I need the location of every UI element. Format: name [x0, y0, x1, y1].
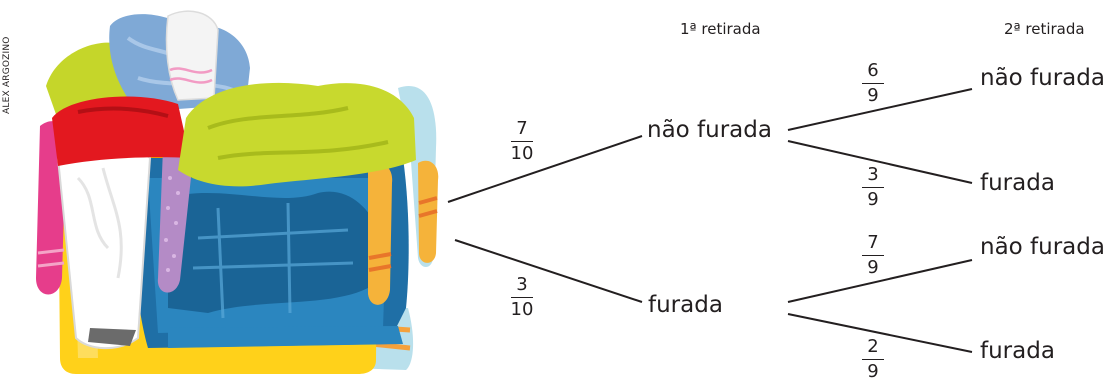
fraction-bar [511, 297, 533, 299]
fraction-denominator: 9 [867, 361, 879, 382]
fraction-numerator: 7 [516, 118, 528, 139]
node-second-nao-furada-2: não furada [980, 234, 1105, 260]
fraction-denominator: 9 [867, 85, 879, 107]
fraction-bar [862, 255, 884, 257]
branch-root-to-nao-furada [447, 135, 643, 203]
node-first-nao-furada: não furada [647, 117, 772, 143]
fraction-denominator: 9 [867, 189, 879, 211]
fraction-second-fn: 7 9 [853, 234, 893, 277]
fraction-second-nf: 3 9 [853, 166, 893, 209]
fraction-bar [862, 83, 884, 85]
header-second-draw: 2ª retirada [1004, 20, 1085, 38]
laundry-basket-illustration [36, 10, 439, 374]
fraction-numerator: 2 [867, 336, 879, 357]
fraction-denominator: 10 [510, 143, 534, 165]
fraction-bar [862, 359, 884, 361]
branch-root-to-furada [454, 239, 643, 303]
fraction-bar [862, 187, 884, 189]
fraction-first-nao-furada: 7 10 [502, 120, 542, 163]
fraction-second-ff: 2 9 [853, 338, 893, 381]
node-second-nao-furada-1: não furada [980, 65, 1105, 91]
fraction-numerator: 7 [867, 232, 879, 253]
fraction-numerator: 3 [867, 164, 879, 185]
illustration-credit: ALEX ARGOZINO [2, 36, 12, 114]
fraction-second-nn: 6 9 [853, 62, 893, 105]
fraction-numerator: 3 [516, 274, 528, 295]
fraction-first-furada: 3 10 [502, 276, 542, 319]
fraction-denominator: 9 [867, 257, 879, 279]
header-first-draw: 1ª retirada [680, 20, 761, 38]
node-second-furada-1: furada [980, 170, 1055, 196]
node-second-furada-2: furada [980, 338, 1055, 364]
fraction-numerator: 6 [867, 60, 879, 81]
fraction-denominator: 10 [510, 299, 534, 321]
node-first-furada: furada [648, 292, 723, 318]
fraction-bar [511, 141, 533, 143]
